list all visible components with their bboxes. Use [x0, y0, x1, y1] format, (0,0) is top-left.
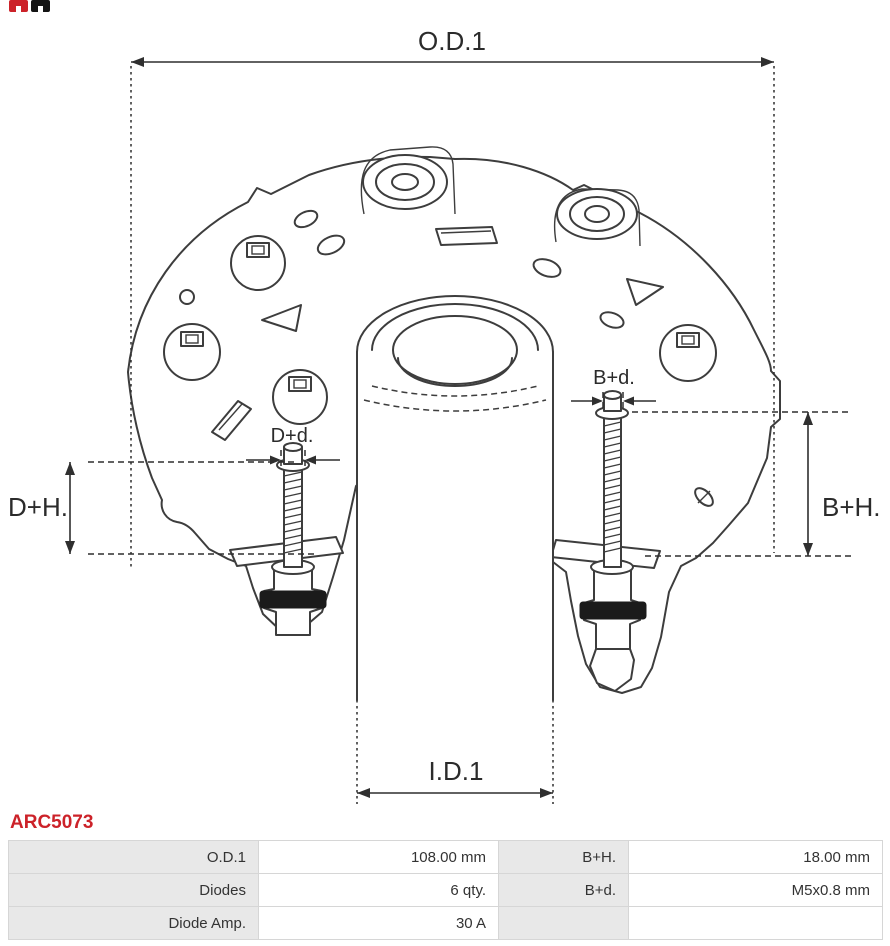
spec-label-cell: B+H.: [498, 840, 629, 874]
triangle-cutout: [626, 278, 664, 306]
spec-label-cell: O.D.1: [8, 840, 259, 874]
logo-black-block: [31, 0, 50, 12]
left-mounting-screw: [259, 442, 327, 636]
oval-hole: [532, 258, 562, 278]
table-row: Diodes 6 qty. B+d. M5x0.8 mm: [8, 873, 883, 907]
logo-letter-fragment: [16, 6, 21, 12]
spec-value-cell: 108.00 mm: [258, 840, 499, 874]
grommet-hole: [362, 154, 448, 210]
dim-od1: O.D.1: [130, 26, 775, 570]
spec-value-cell: 18.00 mm: [628, 840, 883, 874]
rubber-spacer: [579, 601, 647, 620]
spec-label-cell: B+d.: [498, 873, 629, 907]
spec-label-cell: [498, 906, 629, 940]
dim-dd: D+d.: [246, 425, 340, 470]
oval-hole: [293, 209, 319, 229]
slot-cutout: [435, 226, 498, 246]
angled-slot: [211, 400, 252, 441]
dim-bh: B+H.: [632, 411, 881, 557]
technical-drawing: O.D.1 I.D.1 D+H. B+H. D+d.: [8, 26, 881, 804]
small-hole: [179, 289, 195, 305]
rubber-spacer: [259, 590, 327, 609]
grommet-hole: [556, 188, 638, 240]
diode-terminal: [272, 369, 328, 425]
diode-terminal: [230, 235, 286, 291]
dim-bd: B+d.: [571, 367, 656, 410]
diode-terminal: [659, 324, 717, 382]
dim-id1-label: I.D.1: [429, 756, 484, 786]
as-pl-logo: [9, 0, 50, 12]
dim-bd-label: B+d.: [593, 367, 635, 389]
right-mounting-screw: [579, 390, 647, 692]
table-row: O.D.1 108.00 mm B+H. 18.00 mm: [8, 840, 883, 874]
oval-hole: [599, 311, 625, 329]
triangle-cutout: [261, 304, 302, 332]
spec-label-cell: Diode Amp.: [8, 906, 259, 940]
spec-label-cell: Diodes: [8, 873, 259, 907]
spec-value-cell: 6 qty.: [258, 873, 499, 907]
center-tube: [356, 295, 554, 701]
dim-dd-label: D+d.: [271, 425, 314, 447]
dim-dh-label: D+H.: [8, 492, 68, 522]
spec-value-cell: 30 A: [258, 906, 499, 940]
dim-dh: D+H.: [8, 461, 315, 555]
logo-letter-fragment: [38, 6, 43, 12]
dim-bh-label: B+H.: [822, 492, 881, 522]
dim-od1-label: O.D.1: [418, 26, 486, 56]
spec-value-cell: [628, 906, 883, 940]
spec-table: O.D.1 108.00 mm B+H. 18.00 mm Diodes 6 q…: [8, 840, 883, 940]
part-number: ARC5073: [10, 812, 94, 833]
slotted-hole: [694, 487, 714, 507]
table-row: Diode Amp. 30 A: [8, 906, 883, 940]
spec-value-cell: M5x0.8 mm: [628, 873, 883, 907]
oval-hole: [316, 234, 346, 256]
logo-red-block: [9, 0, 28, 12]
dim-id1: I.D.1: [356, 700, 554, 804]
diode-terminal: [163, 323, 221, 381]
